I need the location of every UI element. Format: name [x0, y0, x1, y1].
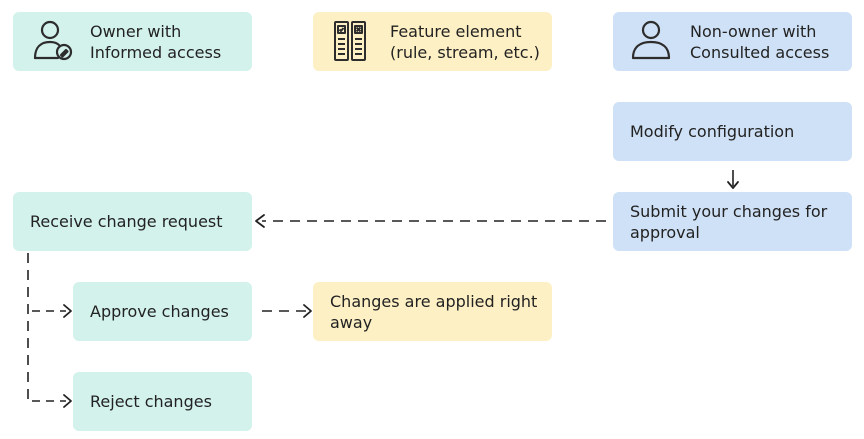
modify-configuration-label: Modify configuration	[630, 122, 795, 141]
legend-owner-label: Owner with Informed access	[90, 22, 222, 62]
submit-changes-step: Submit your changes for approval	[613, 192, 852, 251]
user-pencil-icon	[33, 20, 73, 61]
reject-changes-step: Reject changes	[73, 372, 252, 431]
receive-change-request-step: Receive change request	[13, 192, 252, 251]
submit-changes-label: Submit your changes for approval	[630, 202, 828, 242]
arrowhead-modify-to-submit	[727, 181, 739, 189]
arrowhead-to-reject	[63, 394, 72, 408]
approve-changes-label: Approve changes	[90, 302, 229, 321]
user-icon	[631, 20, 671, 60]
reject-changes-label: Reject changes	[90, 392, 212, 411]
modify-configuration-step: Modify configuration	[613, 102, 852, 161]
legend-feature-label: Feature element (rule, stream, etc.)	[390, 22, 540, 62]
legend-nonowner-label: Non-owner with Consulted access	[690, 22, 830, 62]
changes-applied-label: Changes are applied right away	[330, 292, 538, 332]
feature-element-icon	[334, 21, 366, 61]
arrowhead-approve-to-applied	[303, 304, 312, 318]
changes-applied-step: Changes are applied right away	[313, 282, 552, 341]
legend-owner-box: Owner with Informed access	[13, 12, 252, 71]
legend-feature-box: Feature element (rule, stream, etc.)	[313, 12, 552, 71]
arrowhead-submit-to-receive	[255, 214, 265, 228]
approve-changes-step: Approve changes	[73, 282, 252, 341]
receive-change-request-label: Receive change request	[30, 212, 223, 231]
arrowhead-to-approve	[63, 304, 72, 318]
legend-nonowner-box: Non-owner with Consulted access	[613, 12, 852, 71]
